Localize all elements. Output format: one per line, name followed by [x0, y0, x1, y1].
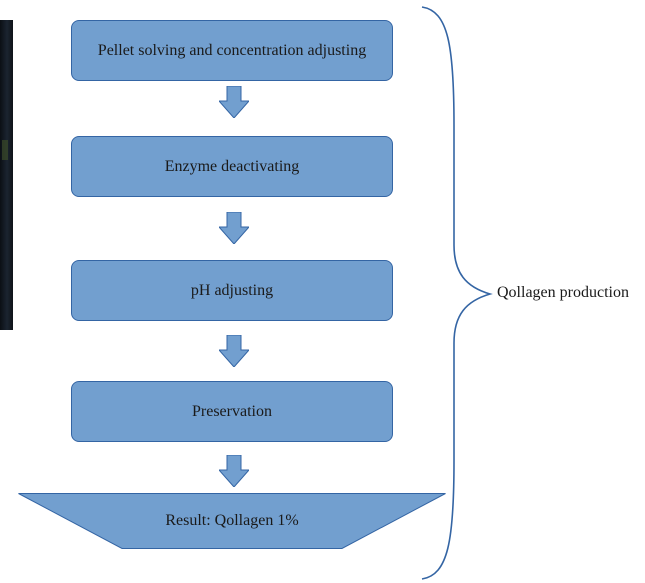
brace-label: Qollagen production	[497, 284, 629, 301]
down-arrow-icon	[219, 455, 249, 487]
step-pellet-solving: Pellet solving and concentration adjusti…	[71, 20, 393, 81]
down-arrow-icon	[219, 212, 249, 244]
down-arrow-icon	[219, 86, 249, 118]
down-arrow-icon	[219, 335, 249, 367]
step-preservation: Preservation	[71, 381, 393, 442]
step-ph-adjusting: pH adjusting	[71, 260, 393, 321]
step-label: Pellet solving and concentration adjusti…	[97, 41, 367, 59]
step-enzyme-deactivating: Enzyme deactivating	[71, 136, 393, 197]
step-label: Preservation	[192, 402, 272, 420]
result-label: Result: Qollagen 1%	[165, 512, 299, 529]
cropped-photo-edge	[0, 20, 13, 330]
result-funnel-shape	[18, 493, 446, 549]
step-label: Enzyme deactivating	[164, 157, 300, 175]
step-label: pH adjusting	[190, 281, 274, 299]
right-curly-brace	[421, 6, 493, 580]
